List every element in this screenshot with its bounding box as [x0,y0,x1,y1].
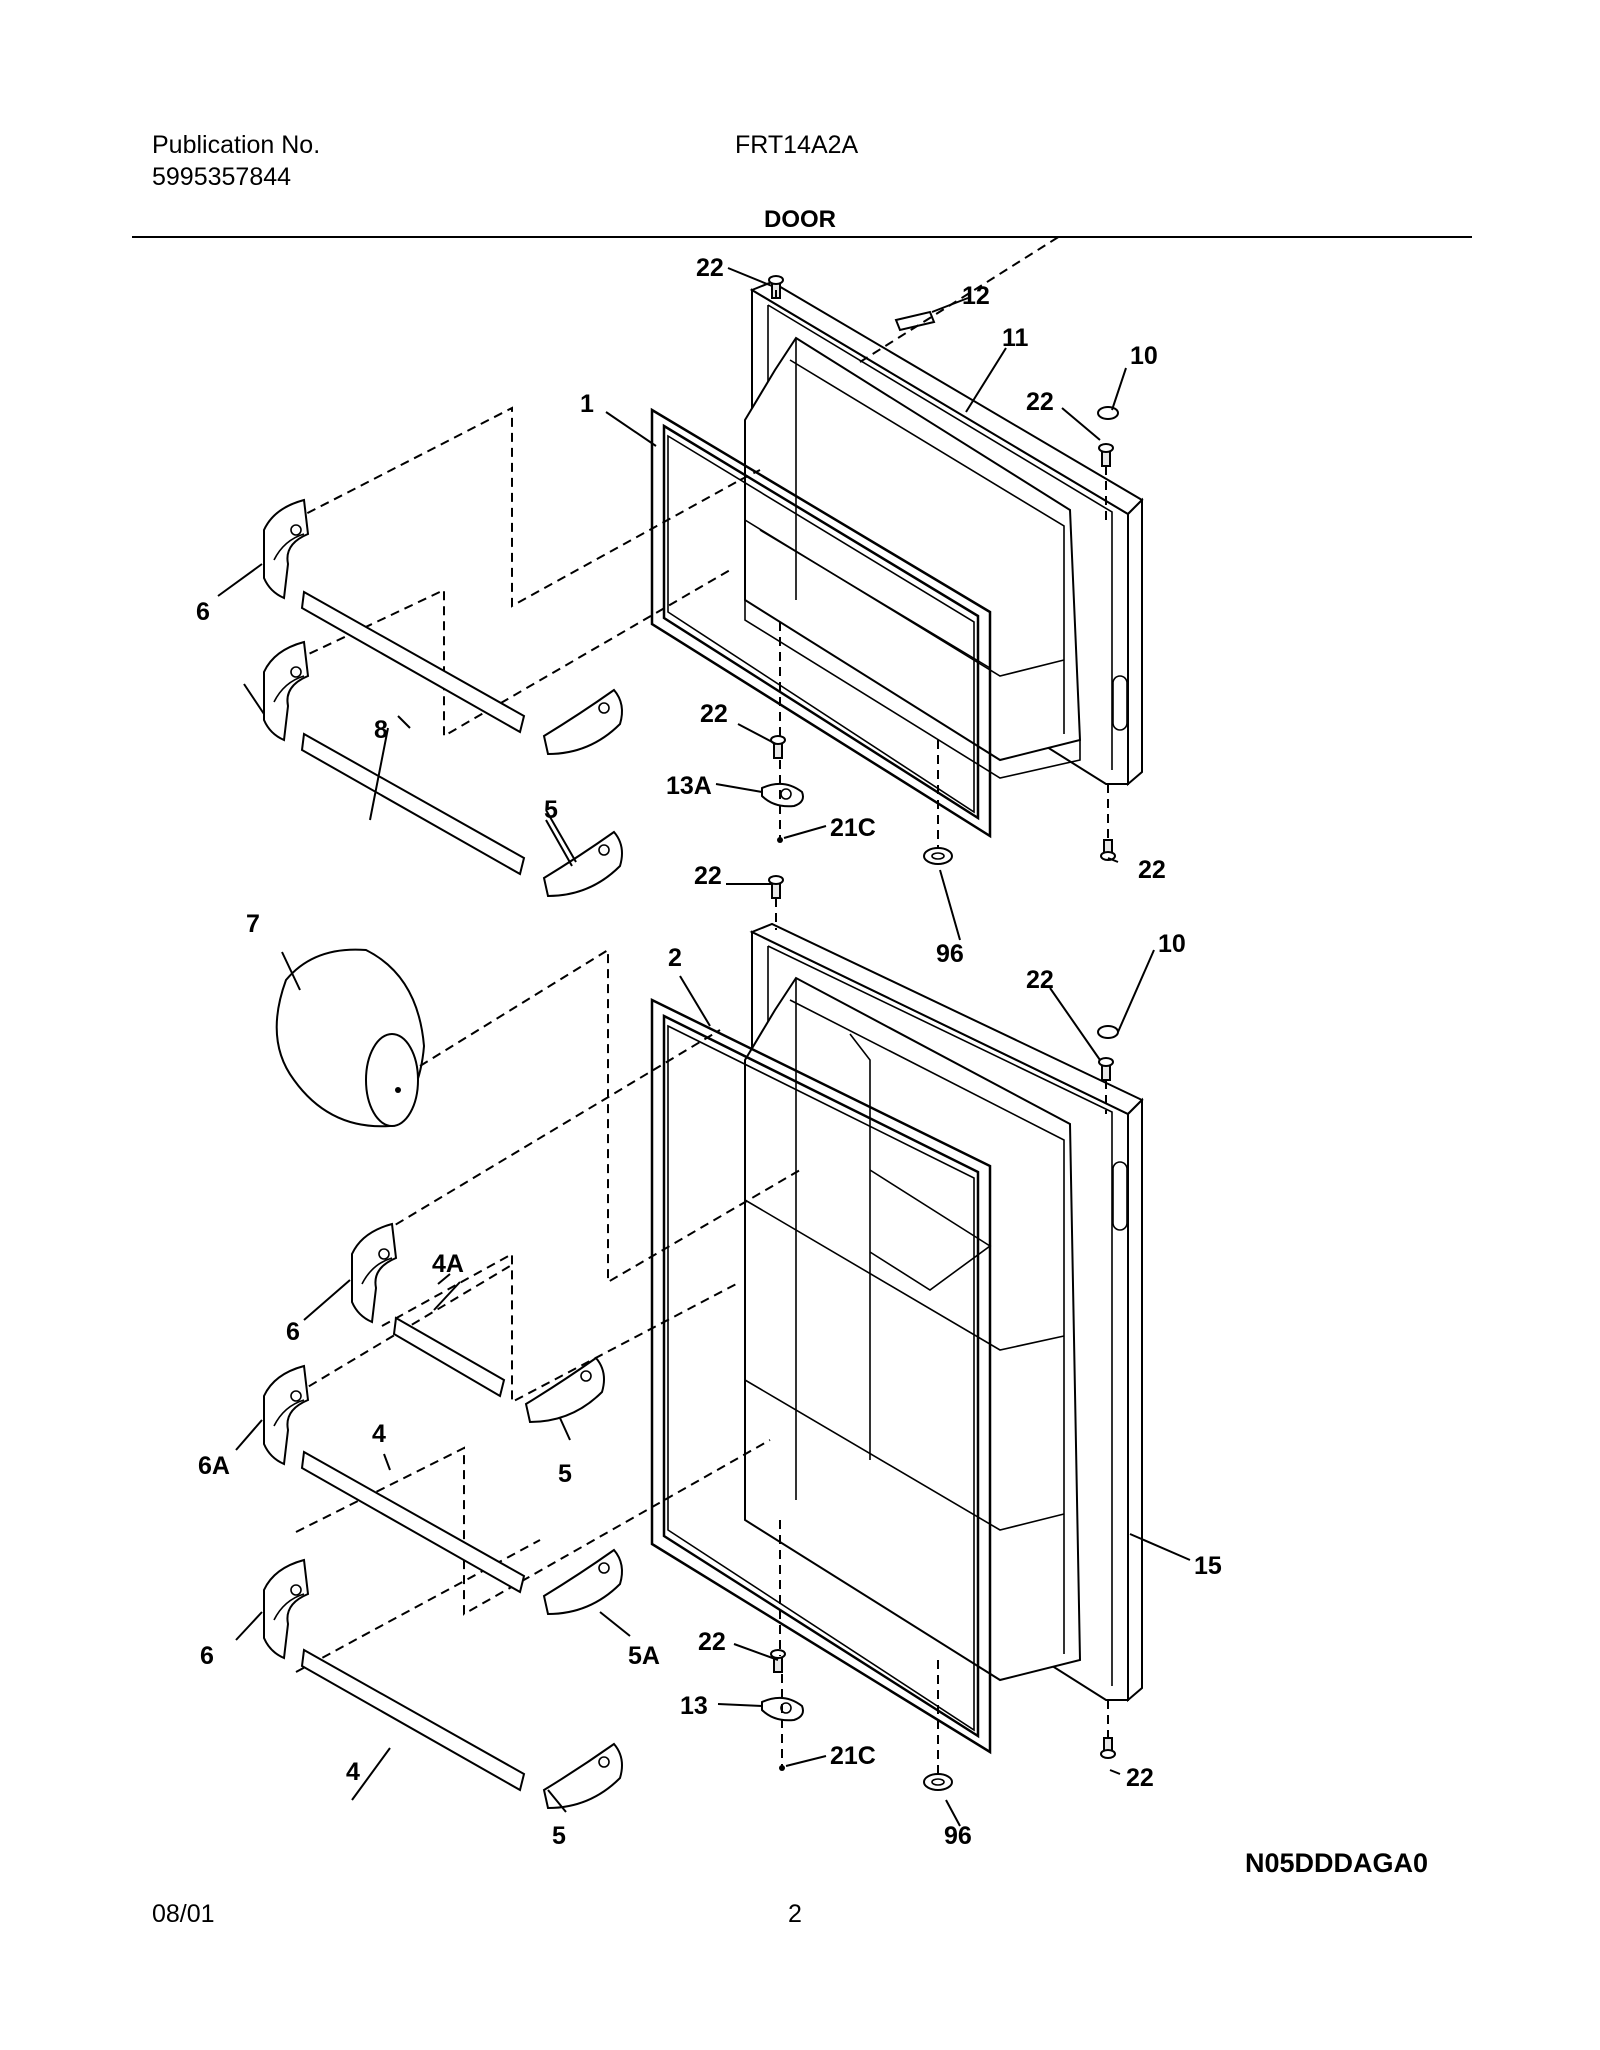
shelf-end-cap-5a [542,1548,623,1616]
section-title: DOOR [764,206,836,233]
leader-lines [217,267,1191,1827]
shelf-end-cap-6-lower-2 [263,1558,310,1660]
callout-10: 10 [1158,930,1186,958]
shelf-end-cap-5-top-2 [542,830,623,898]
callout-22: 22 [1138,856,1166,884]
callout-4: 4 [372,1420,386,1448]
footer-date: 08/01 [152,1900,215,1928]
washer-96-top [923,847,953,865]
model-number: FRT14A2A [735,131,859,159]
nameplate-12 [894,310,936,332]
callout-21c: 21C [830,814,876,842]
callout-11: 11 [1002,324,1029,352]
shelf-end-cap-6-lower-1 [351,1222,398,1324]
shelf-rail-8-bottom [300,732,526,876]
diagram-code: N05DDDAGA0 [1244,1848,1428,1878]
callout-2: 2 [668,944,682,972]
shelf-end-cap-6-top-2 [263,640,310,742]
callout-1: 1 [580,390,594,418]
screw-22-lower-bottom-right [1100,1737,1116,1759]
callout-4: 4 [346,1758,360,1786]
callout-5: 5 [558,1460,572,1488]
plug-10-top [1097,406,1119,420]
callout-12: 12 [962,282,990,310]
callout-6: 6 [196,598,210,626]
callout-5: 5 [552,1822,566,1850]
callout-5: 5 [544,796,558,824]
callout-22: 22 [700,700,728,728]
shelf-end-cap-6a [263,1364,310,1466]
screw-22-lower-bottom-left [770,1649,786,1673]
header-rule [132,236,1472,238]
screw-22-lower-top-left [768,875,784,899]
screw-22-mid-left [770,735,786,759]
page-number: 2 [788,1900,802,1928]
callout-8: 8 [374,716,388,744]
callout-96: 96 [944,1822,972,1850]
callout-7: 7 [246,910,260,938]
screw-22-top-bottom-right [1100,839,1116,861]
callout-22: 22 [696,254,724,282]
shelf-end-cap-5-top-1 [542,688,623,756]
dairy-compartment-7 [275,948,426,1128]
fresh-food-door-inner-liner [744,976,1082,1682]
shelf-rail-4-bottom [300,1648,526,1792]
shelf-rail-8-top [300,590,526,734]
publication-label: Publication No. [152,131,321,159]
callout-22: 22 [1126,1764,1154,1792]
plug-10-bottom [1097,1025,1119,1039]
shelf-end-cap-5-lower-1 [524,1356,605,1424]
shelf-rail-4-middle [300,1450,526,1594]
shelf-rail-4a [392,1316,506,1398]
callout-21c: 21C [830,1742,876,1770]
callout-6a: 6A [198,1452,230,1480]
callout-10: 10 [1130,342,1158,370]
callout-13a: 13A [666,772,712,800]
callout-6: 6 [286,1318,300,1346]
freezer-door-dashed-lines [293,235,1109,848]
callout-15: 15 [1194,1552,1222,1580]
freezer-door-inner-liner [744,336,1082,779]
freezer-door-gasket [650,407,992,839]
callout-5a: 5A [628,1642,660,1670]
callout-22: 22 [1026,388,1054,416]
callout-4a: 4A [432,1250,464,1278]
shelf-end-cap-6-top-1 [263,498,310,600]
washer-96-bottom [923,1773,953,1791]
hinge-13a [761,782,804,808]
callout-6: 6 [200,1642,214,1670]
callout-22: 22 [1026,966,1054,994]
callout-96: 96 [936,940,964,968]
screw-22-top-right [1098,443,1114,467]
screw-22-lower-top-right [1098,1057,1114,1081]
callout-22: 22 [694,862,722,890]
callout-13: 13 [680,1692,708,1720]
publication-number: 5995357844 [152,163,292,191]
callout-22: 22 [698,1628,726,1656]
fresh-food-door-gasket [650,997,992,1755]
shelf-end-cap-5-lower-2 [542,1742,623,1810]
